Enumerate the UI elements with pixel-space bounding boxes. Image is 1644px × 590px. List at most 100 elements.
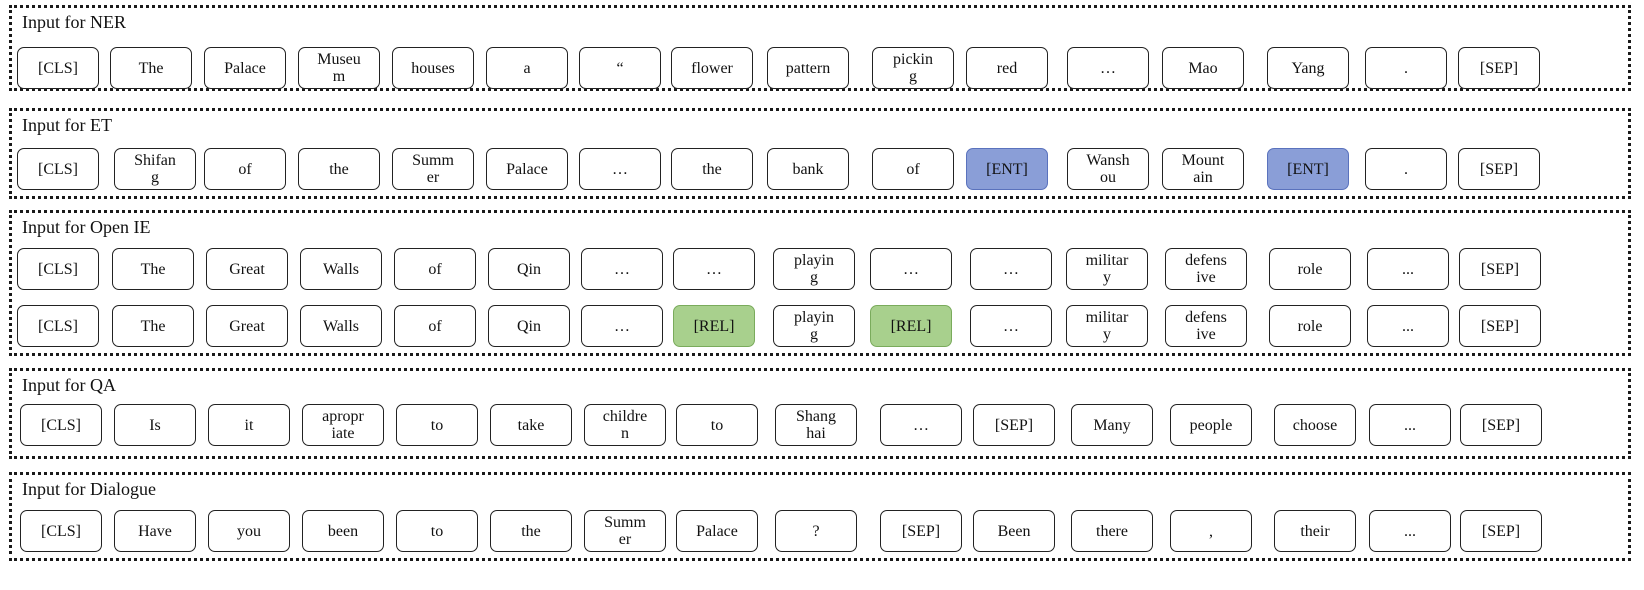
token-box: red bbox=[966, 47, 1048, 89]
token-box: bank bbox=[767, 148, 849, 190]
token-box: … bbox=[970, 305, 1052, 347]
token-box: it bbox=[208, 404, 290, 446]
token-box: … bbox=[870, 248, 952, 290]
panel-title: Input for Dialogue bbox=[22, 479, 156, 499]
token-box: Shifan g bbox=[114, 148, 196, 190]
token-box: [SEP] bbox=[1458, 148, 1540, 190]
token-box: people bbox=[1170, 404, 1252, 446]
token-box: , bbox=[1170, 510, 1252, 552]
token-box: Qin bbox=[488, 305, 570, 347]
token-box: a bbox=[486, 47, 568, 89]
token-box: Palace bbox=[204, 47, 286, 89]
token-box: take bbox=[490, 404, 572, 446]
token-box: ... bbox=[1369, 404, 1451, 446]
token-box: Qin bbox=[488, 248, 570, 290]
token-box: of bbox=[394, 305, 476, 347]
token-box: Been bbox=[973, 510, 1055, 552]
token-box: ... bbox=[1369, 510, 1451, 552]
token-box: [SEP] bbox=[1459, 305, 1541, 347]
token-box: Shang hai bbox=[775, 404, 857, 446]
token-box: … bbox=[579, 148, 661, 190]
panel-title: Input for ET bbox=[22, 115, 112, 135]
token-box: their bbox=[1274, 510, 1356, 552]
token-box: of bbox=[204, 148, 286, 190]
token-box: “ bbox=[579, 47, 661, 89]
token-box: choose bbox=[1274, 404, 1356, 446]
token-box: Wansh ou bbox=[1067, 148, 1149, 190]
panel-input-for-ner: Input for NER [CLS] The Palace Museu m houses… bbox=[9, 5, 1631, 91]
token-box: to bbox=[396, 510, 478, 552]
token-box: defens ive bbox=[1165, 248, 1247, 290]
token-box: Great bbox=[206, 248, 288, 290]
token-box: [SEP] bbox=[1459, 248, 1541, 290]
token-box: … bbox=[673, 248, 755, 290]
relation-marker-token: [REL] bbox=[870, 305, 952, 347]
token-box: [CLS] bbox=[17, 305, 99, 347]
token-box: [SEP] bbox=[1460, 510, 1542, 552]
token-box: Yang bbox=[1267, 47, 1349, 89]
token-box: … bbox=[581, 305, 663, 347]
token-box: Great bbox=[206, 305, 288, 347]
token-box: [SEP] bbox=[1460, 404, 1542, 446]
token-box: the bbox=[490, 510, 572, 552]
token-box: Summ er bbox=[392, 148, 474, 190]
token-box: to bbox=[396, 404, 478, 446]
token-box: apropr iate bbox=[302, 404, 384, 446]
token-box: to bbox=[676, 404, 758, 446]
panel-title: Input for QA bbox=[22, 375, 116, 395]
token-box: role bbox=[1269, 305, 1351, 347]
token-box: been bbox=[302, 510, 384, 552]
token-box: militar y bbox=[1066, 248, 1148, 290]
panel-title: Input for Open IE bbox=[22, 217, 151, 237]
panel-title: Input for NER bbox=[22, 12, 126, 32]
token-box: role bbox=[1269, 248, 1351, 290]
token-box: Museu m bbox=[298, 47, 380, 89]
token-box: you bbox=[208, 510, 290, 552]
token-box: of bbox=[872, 148, 954, 190]
token-box: [CLS] bbox=[17, 248, 99, 290]
token-box: pattern bbox=[767, 47, 849, 89]
token-box: [CLS] bbox=[17, 148, 99, 190]
token-box: [SEP] bbox=[1458, 47, 1540, 89]
token-box: Palace bbox=[676, 510, 758, 552]
token-box: playin g bbox=[773, 248, 855, 290]
token-box: the bbox=[298, 148, 380, 190]
token-box: . bbox=[1365, 148, 1447, 190]
token-box: [CLS] bbox=[20, 404, 102, 446]
token-box: of bbox=[394, 248, 476, 290]
token-box: Mount ain bbox=[1162, 148, 1244, 190]
token-box: there bbox=[1071, 510, 1153, 552]
token-box: Mao bbox=[1162, 47, 1244, 89]
token-box: ... bbox=[1367, 248, 1449, 290]
token-box: Walls bbox=[300, 248, 382, 290]
token-box: Many bbox=[1071, 404, 1153, 446]
token-box: … bbox=[581, 248, 663, 290]
token-box: … bbox=[880, 404, 962, 446]
token-box: … bbox=[1067, 47, 1149, 89]
token-box: playin g bbox=[773, 305, 855, 347]
token-box: Summ er bbox=[584, 510, 666, 552]
token-box: Have bbox=[114, 510, 196, 552]
entity-marker-token: [ENT] bbox=[1267, 148, 1349, 190]
token-box: . bbox=[1365, 47, 1447, 89]
token-box: The bbox=[110, 47, 192, 89]
token-box: Is bbox=[114, 404, 196, 446]
entity-marker-token: [ENT] bbox=[966, 148, 1048, 190]
token-box: childre n bbox=[584, 404, 666, 446]
token-box: pickin g bbox=[872, 47, 954, 89]
token-box: defens ive bbox=[1165, 305, 1247, 347]
token-box: The bbox=[112, 248, 194, 290]
token-box: [SEP] bbox=[973, 404, 1055, 446]
token-box: [CLS] bbox=[17, 47, 99, 89]
token-box: ... bbox=[1367, 305, 1449, 347]
token-box: Palace bbox=[486, 148, 568, 190]
token-box: the bbox=[671, 148, 753, 190]
token-box: houses bbox=[392, 47, 474, 89]
token-box: militar y bbox=[1066, 305, 1148, 347]
token-box: [SEP] bbox=[880, 510, 962, 552]
